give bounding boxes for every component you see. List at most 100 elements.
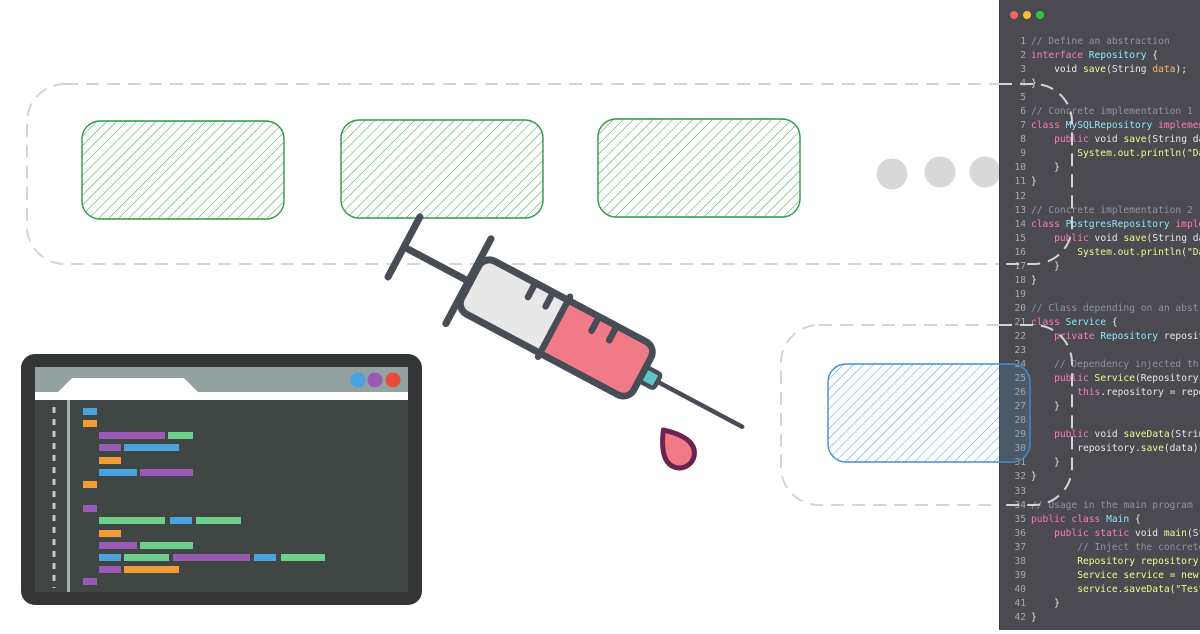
line-number: 10 (1014, 162, 1026, 174)
code-token: (String da (1146, 232, 1200, 244)
code-token: main (1163, 527, 1187, 539)
code-token: } (1031, 78, 1037, 90)
window-controls (1010, 11, 1044, 19)
code-bar (99, 566, 121, 573)
code-line: 40 service.saveData("Test (1004, 583, 1200, 597)
line-number: 35 (1014, 513, 1026, 525)
code-token: save (1123, 232, 1147, 244)
line-number: 40 (1014, 583, 1026, 595)
code-bar (83, 420, 97, 427)
code-token: } (1031, 611, 1037, 623)
code-bar (99, 517, 165, 524)
code-line: 15 public void save(String da (1004, 232, 1200, 246)
line-number: 17 (1014, 260, 1026, 272)
code-bar (99, 444, 121, 451)
code-token: void (1094, 134, 1124, 146)
line-number: 1 (1020, 36, 1026, 47)
line-number: 5 (1020, 92, 1026, 104)
code-token: Repository (1100, 330, 1164, 342)
code-token: } (1031, 176, 1037, 188)
line-number: 4 (1020, 78, 1026, 90)
line-number: 32 (1014, 471, 1026, 483)
code-line: 38 Repository repository (1004, 555, 1200, 569)
line-number: 36 (1014, 527, 1026, 539)
code-bar (83, 578, 97, 585)
code-token: data (1152, 64, 1176, 76)
code-token: Service (1065, 316, 1107, 328)
code-line: 12 (1004, 190, 1200, 204)
line-number: 7 (1020, 120, 1026, 132)
line-number: 25 (1014, 373, 1026, 385)
code-bar (281, 554, 325, 561)
code-line: 24 // Dependency injected thr (1004, 358, 1200, 372)
code-token: void (1094, 429, 1124, 441)
code-token: { (1146, 50, 1159, 62)
code-token: public (1031, 429, 1095, 441)
code-token: } (1031, 471, 1037, 483)
code-line: 13// Concrete implementation 2 (1004, 204, 1200, 218)
module-box (81, 120, 285, 220)
line-number: 2 (1020, 50, 1026, 62)
code-token: Service (1094, 373, 1135, 385)
code-bar (170, 517, 192, 524)
code-line: 34 // Usage in the main program (1004, 499, 1200, 513)
code-bar (99, 530, 121, 537)
code-token: { (1129, 513, 1141, 525)
code-bar (83, 408, 97, 415)
code-bar (99, 542, 137, 549)
code-line: 16 System.out.println("Da (1004, 246, 1200, 260)
code-token: // Define an abstraction (1031, 36, 1170, 47)
line-number: 34 (1014, 499, 1026, 511)
code-line: 41 } (1004, 597, 1200, 611)
code-token: System.out.println("Da (1031, 246, 1200, 258)
code-token: } (1031, 274, 1037, 286)
syringe-icon (384, 213, 745, 429)
code-token: // Usage in the main program (1031, 499, 1193, 511)
line-number: 16 (1014, 246, 1026, 258)
ellipsis-icon (876, 156, 1001, 190)
line-number: 21 (1014, 316, 1026, 328)
line-number: 3 (1020, 64, 1026, 76)
line-number: 9 (1020, 148, 1026, 160)
code-token: Repository repository (1031, 555, 1200, 567)
line-number: 28 (1014, 415, 1026, 427)
code-token: // Concrete implementation 1 (1031, 106, 1193, 118)
code-token: void (1031, 64, 1083, 76)
line-number: 30 (1014, 443, 1026, 455)
code-line: 39 Service service = new (1004, 569, 1200, 583)
code-token: MySQLRepository (1065, 120, 1153, 132)
code-line: 30 repository.save(data); (1004, 442, 1200, 456)
maximize-dot (1036, 11, 1044, 19)
code-line: 32} (1004, 470, 1200, 484)
code-bar (99, 457, 121, 464)
code-bar (124, 444, 179, 451)
drop-icon (660, 427, 697, 471)
code-token: } (1031, 260, 1060, 272)
line-number: 38 (1014, 555, 1026, 567)
code-line: 33 (1004, 485, 1200, 499)
code-line: 22 private Repository reposit (1004, 330, 1200, 344)
code-line: 36 public static void main(St (1004, 527, 1200, 541)
code-token: reposit (1163, 330, 1200, 342)
code-token: class (1031, 120, 1066, 132)
code-token: } (1031, 401, 1060, 413)
code-bar (99, 469, 137, 476)
code-token: (Strin (1169, 429, 1200, 441)
line-number: 24 (1014, 359, 1026, 371)
code-token: private (1031, 330, 1101, 342)
code-bar (173, 554, 250, 561)
line-number: 29 (1014, 429, 1026, 441)
minimize-dot (1023, 11, 1031, 19)
code-line: 10 } (1004, 161, 1200, 175)
code-laptop-icon (21, 354, 422, 605)
line-number: 37 (1014, 541, 1026, 553)
code-token: System.out.println("Da (1031, 148, 1200, 160)
code-line: 29 public void saveData(Strin (1004, 428, 1200, 442)
code-line: 27 } (1004, 400, 1200, 414)
close-dot (1010, 11, 1018, 19)
code-token: Service service = new (1031, 569, 1200, 581)
code-line: 9 System.out.println("Da (1004, 147, 1200, 161)
